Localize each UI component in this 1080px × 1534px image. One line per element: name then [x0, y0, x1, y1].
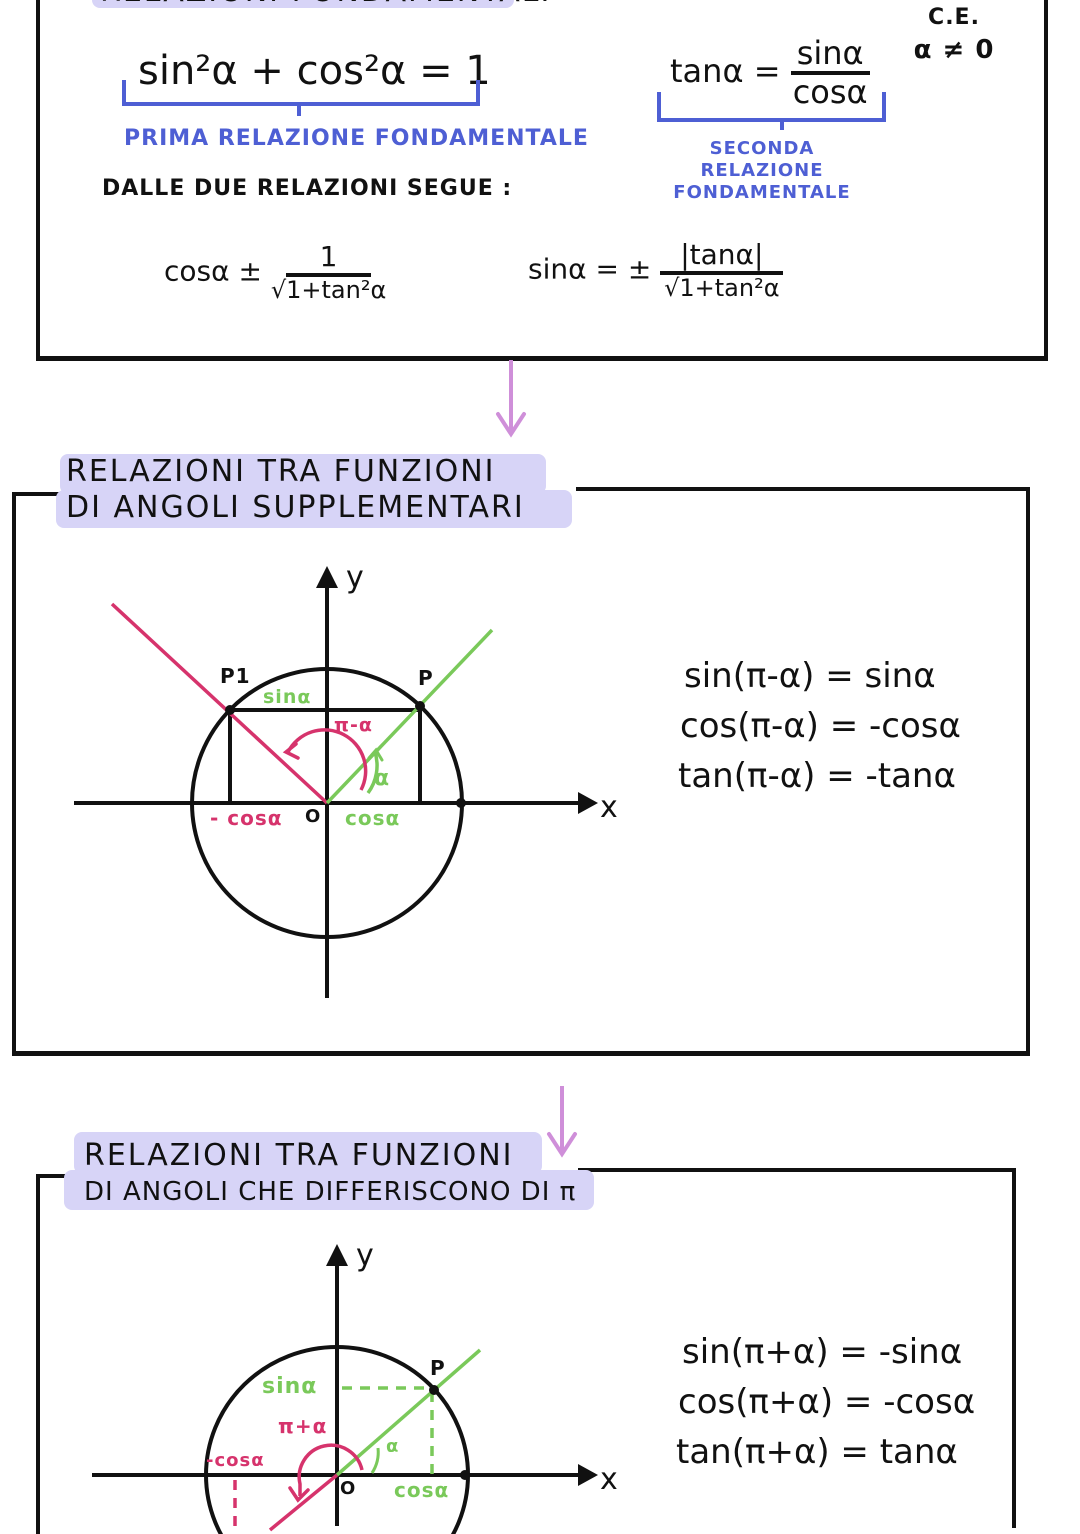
- section3-box-right: [1012, 1168, 1016, 1528]
- consequence-heading: DALLE DUE RELAZIONI SEGUE :: [102, 176, 513, 201]
- relation-cos: cos(π+α) = -cosα: [678, 1382, 976, 1422]
- section3-box-top-left: [38, 1174, 68, 1178]
- section3-title-highlight-1: [74, 1132, 542, 1174]
- derived-cos-formula: cosα ± 1 √1+tan²α: [164, 240, 387, 304]
- origin-label: O: [305, 806, 322, 827]
- supp-angle-label: π-α: [334, 714, 373, 736]
- section2-box-top-right: [576, 487, 1028, 491]
- relation-tan: tan(π-α) = -tanα: [678, 756, 956, 796]
- section1-box-right: [1044, 0, 1048, 360]
- section2-box-bottom: [12, 1051, 1030, 1056]
- relation-cos: cos(π-α) = -cosα: [680, 706, 961, 746]
- section2-title: RELAZIONI TRA FUNZIONI DI ANGOLI SUPPLEM…: [66, 454, 525, 525]
- section1-title: RELAZIONI FONDAMENTALI: [100, 0, 551, 10]
- relation-tan: tan(π+α) = tanα: [676, 1432, 958, 1472]
- section1-box-left: [36, 0, 40, 360]
- origin-label: O: [340, 1478, 357, 1499]
- relation-sin: sin(π+α) = -sinα: [682, 1332, 963, 1372]
- section2-title-highlight-2: [56, 490, 572, 528]
- sin-label: sinα: [263, 686, 312, 708]
- cos-label: cosα: [345, 806, 401, 830]
- neg-cos-label: -cosα: [206, 1450, 265, 1471]
- section2-box-left: [12, 492, 16, 1056]
- second-relation-denominator: cosα: [792, 73, 868, 112]
- condition-label: C.E.: [928, 5, 980, 30]
- section1-title-highlight: [92, 0, 514, 8]
- relation-sin: sin(π-α) = sinα: [684, 656, 936, 696]
- section3-title: RELAZIONI TRA FUNZIONI DI ANGOLI CHE DIF…: [84, 1138, 577, 1207]
- point-p-label: P: [430, 1356, 446, 1380]
- second-relation-numerator: sinα: [790, 35, 870, 76]
- neg-cos-label: - cosα: [210, 806, 283, 830]
- point-p1-label: P1: [220, 664, 251, 688]
- section2-box-right: [1026, 487, 1030, 1055]
- axis-y-label: y: [356, 1238, 375, 1273]
- condition-value: α ≠ 0: [913, 35, 995, 65]
- first-relation-label: PRIMA RELAZIONE FONDAMENTALE: [124, 126, 589, 151]
- section3-box-left: [36, 1174, 40, 1534]
- axis-y-label: y: [346, 560, 365, 595]
- second-relation-label: SECONDA RELAZIONE FONDAMENTALE: [673, 138, 851, 203]
- section2-title-highlight-1: [60, 454, 546, 494]
- alpha-label: α: [386, 1436, 400, 1457]
- axis-x-label: x: [600, 1462, 619, 1497]
- second-relation-formula: tanα = sinα cosα: [670, 34, 870, 112]
- alpha-label: α: [374, 766, 391, 791]
- derived-sin-formula: sinα = ± |tanα| √1+tan²α: [528, 239, 784, 301]
- existence-condition: C.E. α ≠ 0: [912, 2, 996, 66]
- axis-x-label: x: [600, 790, 619, 825]
- sin-label: sinα: [262, 1374, 318, 1399]
- section1-box-bottom: [36, 356, 1048, 361]
- section3-box-top-right: [578, 1168, 1016, 1172]
- first-relation-formula: sin²α + cos²α = 1: [138, 48, 491, 94]
- section2-box-top-left: [16, 492, 62, 496]
- point-p-label: P: [418, 666, 434, 690]
- plus-angle-label: π+α: [278, 1414, 328, 1438]
- cos-label: cosα: [394, 1478, 450, 1502]
- section3-title-highlight-2: [64, 1170, 594, 1210]
